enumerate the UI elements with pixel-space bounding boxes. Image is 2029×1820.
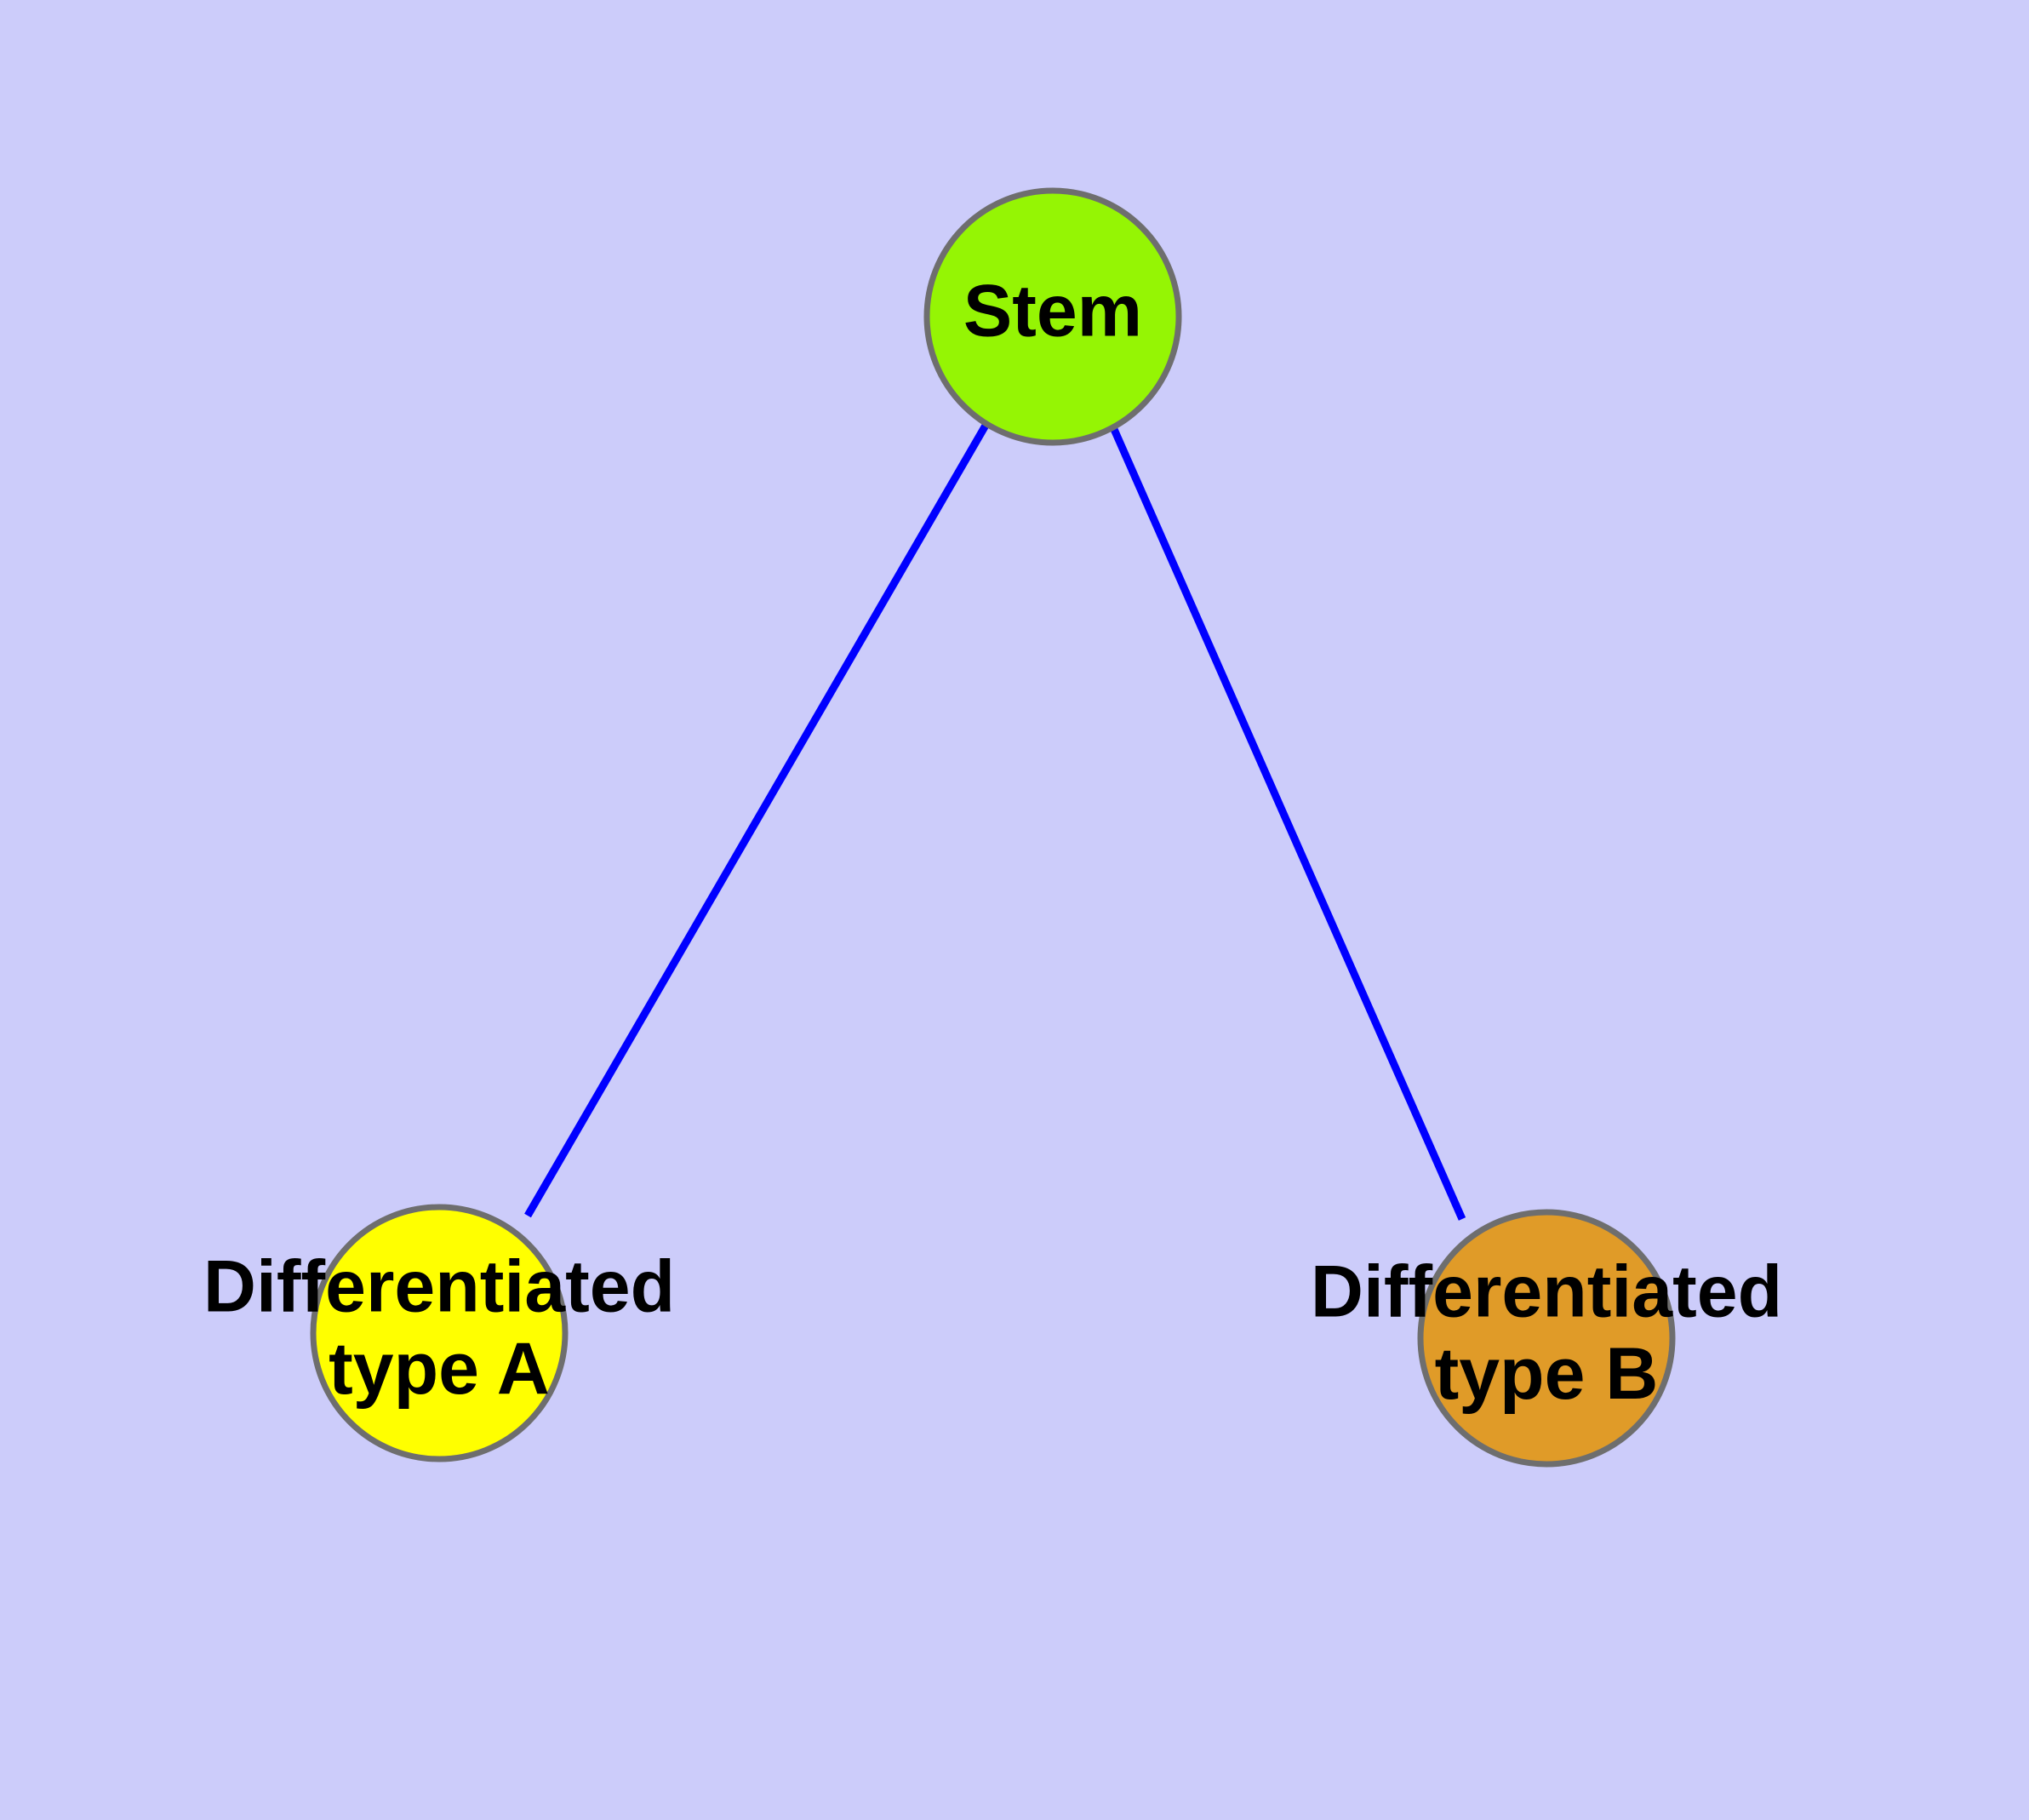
node-label-diff_b: type B (1435, 1333, 1659, 1415)
node-label-diff_b: Differentiated (1311, 1251, 1782, 1333)
node-label-stem: Stem (963, 271, 1142, 352)
graph-edge[interactable] (524, 421, 990, 1218)
edges-layer (524, 421, 1466, 1221)
graph-node-diff_a[interactable] (310, 1204, 569, 1462)
node-label-diff_a: type A (329, 1328, 550, 1410)
node-label-diff_a: Differentiated (203, 1246, 675, 1328)
graph-node-stem[interactable] (923, 187, 1182, 446)
graph-node-diff_b[interactable] (1417, 1209, 1676, 1468)
graph-edge[interactable] (1109, 426, 1466, 1221)
nodes-layer (310, 187, 1676, 1468)
